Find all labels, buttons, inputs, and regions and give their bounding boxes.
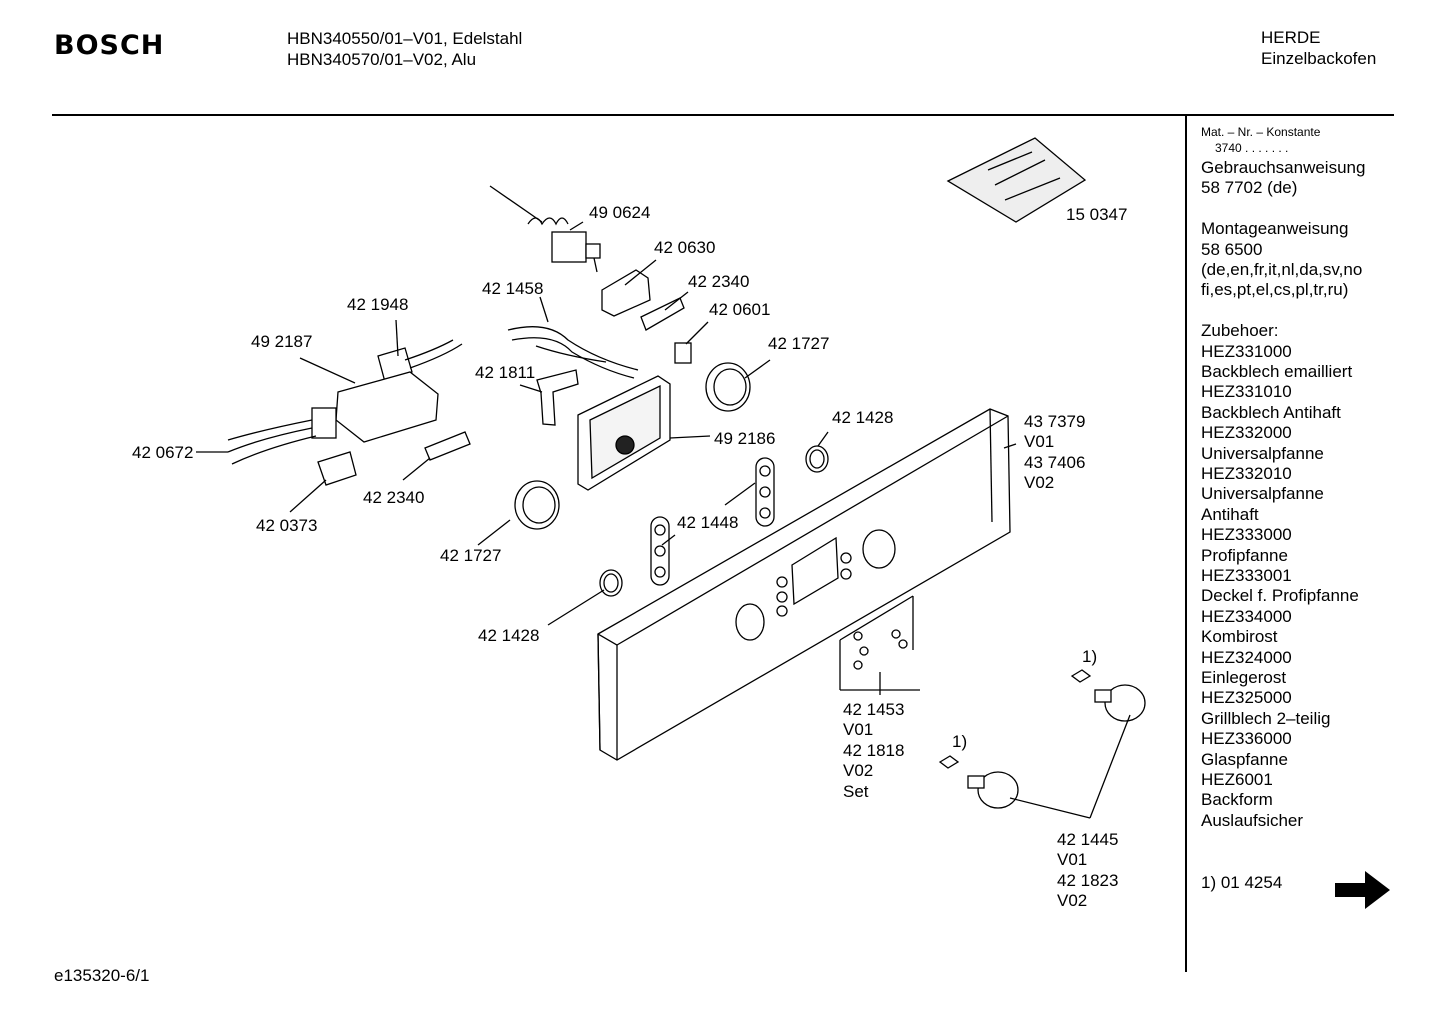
variant-label: V02 [1024, 473, 1055, 492]
mat-label: Mat. – Nr. – Konstante [1201, 125, 1321, 139]
sidebar-line: HEZ331000 [1201, 341, 1292, 361]
thermostat [489, 185, 601, 273]
screw-kit-bag [946, 137, 1087, 223]
part-label: 42 0601 [709, 300, 771, 319]
sidebar-divider [1185, 116, 1187, 972]
sidebar-line: Kombirost [1201, 627, 1278, 647]
variant-label: V01 [843, 720, 874, 739]
sidebar-line: Glaspfanne [1201, 749, 1288, 769]
wiring-harness [507, 326, 639, 379]
part-label: 42 1948 [347, 295, 409, 314]
sidebar-line: Deckel f. Profipfanne [1201, 586, 1359, 606]
footnote: 1) 01 4254 [1201, 873, 1283, 892]
variant-label: V01 [1024, 432, 1055, 451]
part-label: 42 1727 [768, 334, 830, 353]
sidebar-line: HEZ334000 [1201, 606, 1292, 626]
part-label: 49 0624 [589, 203, 651, 222]
variant-label: V02 [843, 761, 874, 780]
electronic-module [577, 375, 671, 491]
sidebar-line: Antihaft [1201, 504, 1259, 524]
part-label: 42 0373 [256, 516, 318, 535]
variant-label: Set [843, 782, 869, 801]
sidebar-line: 58 6500 [1201, 239, 1263, 259]
footnote-marker: 1) [952, 732, 968, 751]
part-label: 42 1458 [482, 279, 544, 298]
sidebar-line: Backblech Antihaft [1201, 402, 1341, 422]
sidebar-line: Profipfanne [1201, 545, 1288, 565]
button-strips [650, 457, 775, 586]
small-parts [227, 269, 692, 486]
sidebar-line: Grillblech 2–teilig [1201, 708, 1331, 728]
control-knobs [938, 669, 1146, 819]
document-id: e135320-6/1 [54, 966, 150, 985]
part-label: 49 2187 [251, 332, 313, 351]
sidebar-line: Zubehoer: [1201, 321, 1279, 341]
sidebar-line: Universalpfanne [1201, 443, 1324, 463]
screw-set [839, 595, 920, 695]
control-panel [597, 408, 1011, 761]
part-label: 42 1428 [832, 408, 894, 427]
model-line-1: HBN340550/01–V01, Edelstahl [287, 29, 523, 48]
sidebar-line: 58 7702 (de) [1201, 178, 1298, 198]
sidebar-line: HEZ324000 [1201, 647, 1292, 667]
sidebar-line: Montageanweisung [1201, 219, 1349, 239]
model-line-2: HBN340570/01–V02, Alu [287, 50, 477, 69]
part-label: 42 0630 [654, 238, 716, 257]
sidebar-line: Backblech emailliert [1201, 362, 1353, 381]
variant-label: V01 [1057, 850, 1088, 869]
seal-rings [599, 445, 829, 597]
sidebar-line: Auslaufsicher [1201, 810, 1304, 830]
sidebar-line: HEZ325000 [1201, 688, 1292, 708]
part-label: 43 7379 [1024, 412, 1086, 431]
sidebar-line: HEZ6001 [1201, 770, 1273, 789]
part-label: 43 7406 [1024, 453, 1086, 472]
category-subtitle: Einzelbackofen [1261, 49, 1377, 68]
brand-logo: BOSCH [54, 30, 165, 61]
leader-lines [196, 221, 1017, 626]
sidebar-line: (de,en,fr,it,nl,da,sv,no [1201, 260, 1363, 279]
sidebar-line: Einlegerost [1201, 668, 1287, 687]
sidebar-line: HEZ332000 [1201, 423, 1292, 443]
exploded-view-diagram [196, 137, 1146, 819]
part-label: 42 1453 [843, 700, 905, 719]
sidebar-line: Gebrauchsanweisung [1201, 158, 1366, 177]
part-label: 42 1448 [677, 513, 739, 532]
sidebar-line: HEZ332010 [1201, 464, 1292, 483]
mat-value: 3740 . . . . . . . [1215, 141, 1289, 155]
sidebar-line: HEZ336000 [1201, 729, 1292, 749]
sidebar-line: Universalpfanne [1201, 484, 1324, 504]
part-label: 42 1428 [478, 626, 540, 645]
part-label: 15 0347 [1066, 205, 1128, 224]
sidebar-line: fi,es,pt,el,cs,pl,tr,ru) [1201, 280, 1349, 300]
part-label: 42 1818 [843, 741, 905, 760]
sidebar-line: Backform [1201, 790, 1273, 810]
arrow-right-icon[interactable] [1335, 870, 1391, 915]
part-label: 42 1445 [1057, 830, 1119, 849]
footnote-marker: 1) [1082, 647, 1098, 666]
sidebar-line: HEZ331010 [1201, 382, 1292, 402]
header-divider [52, 114, 1394, 116]
part-label: 42 1811 [475, 363, 536, 382]
part-label: 42 0672 [132, 443, 194, 462]
variant-label: V02 [1057, 891, 1088, 910]
part-label: 42 1727 [440, 546, 502, 565]
part-label: 42 2340 [688, 272, 750, 291]
category-title: HERDE [1261, 28, 1321, 47]
part-label: 42 2340 [363, 488, 425, 507]
part-label: 49 2186 [714, 429, 776, 448]
sidebar-line: HEZ333001 [1201, 566, 1292, 585]
sidebar-line: HEZ333000 [1201, 525, 1292, 545]
part-label: 42 1823 [1057, 871, 1119, 890]
knob-housings [514, 362, 751, 530]
